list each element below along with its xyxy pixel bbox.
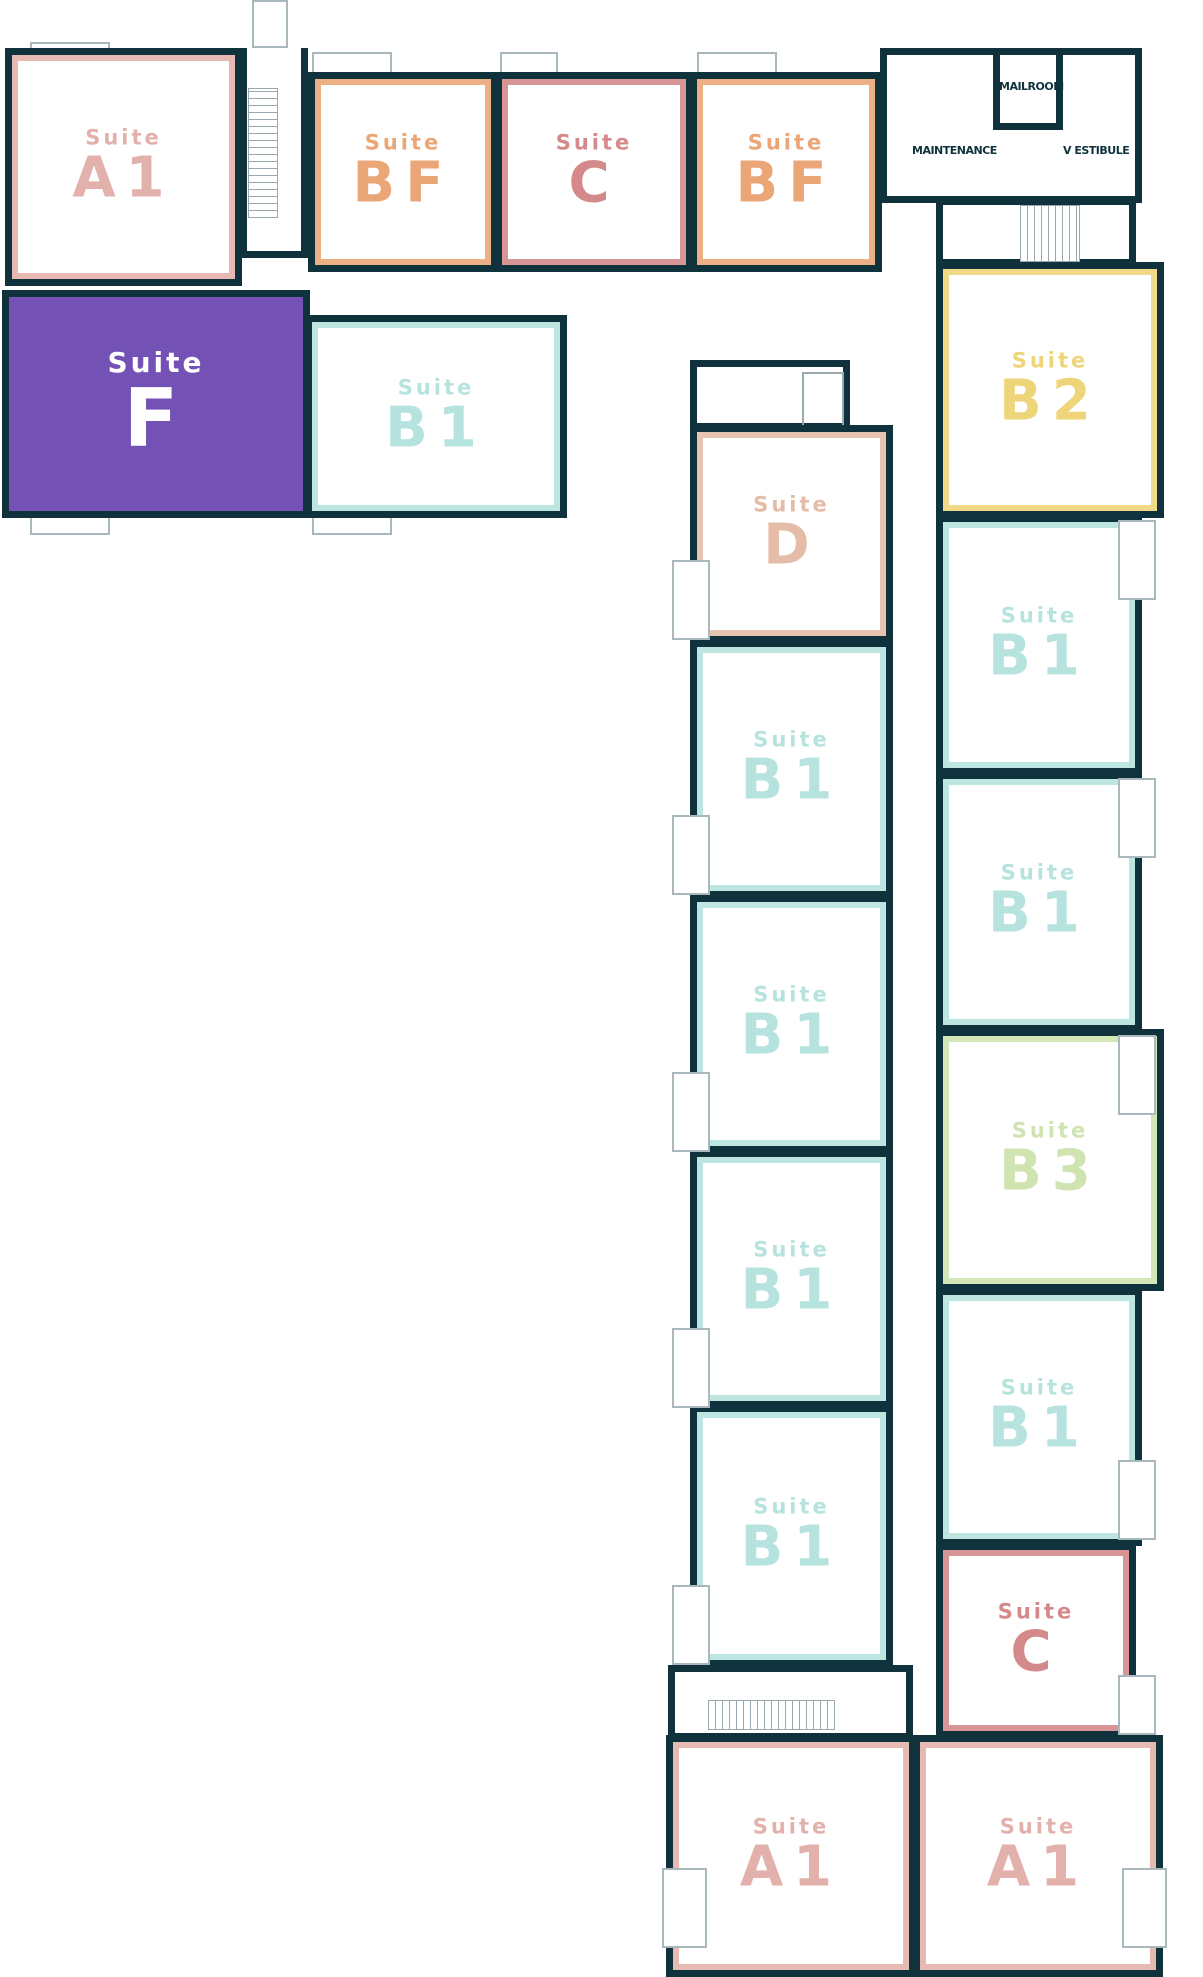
suite-prefix: Suite xyxy=(997,1599,1075,1623)
balcony xyxy=(662,1868,707,1948)
suite-code: B1 xyxy=(385,395,487,460)
balcony xyxy=(1122,1868,1167,1948)
suite-prefix: Suite xyxy=(753,492,830,517)
suite-prefix: Suite xyxy=(1011,348,1089,373)
suite-code: A1 xyxy=(72,145,175,211)
suite-prefix: Suite xyxy=(999,1814,1077,1839)
suite-code: B3 xyxy=(999,1138,1101,1204)
suite-code: D xyxy=(763,512,820,578)
suite-prefix: Suite xyxy=(747,130,825,155)
suite-prefix: Suite xyxy=(753,727,830,752)
maintenance-label: MAINTENANCE xyxy=(912,144,997,157)
suite-prefix: Suite xyxy=(85,125,162,150)
balcony xyxy=(1118,1035,1156,1115)
suite-prefix: Suite xyxy=(107,346,205,379)
mail-room xyxy=(993,48,1063,130)
suite-code: A1 xyxy=(986,1834,1090,1900)
suite-prefix: Suite xyxy=(364,130,442,155)
suite-prefix: Suite xyxy=(753,1237,830,1262)
suite-prefix: Suite xyxy=(555,130,633,155)
suite-prefix: Suite xyxy=(397,375,475,399)
balcony xyxy=(1118,1460,1156,1540)
suite-code: B1 xyxy=(740,1514,843,1580)
suite-prefix: Suite xyxy=(1011,1118,1089,1143)
balcony xyxy=(672,1585,710,1665)
mail-room-label: MAILROOM xyxy=(999,80,1064,93)
suite-code: F xyxy=(123,372,189,465)
stairs xyxy=(708,1700,835,1730)
suite-code: B2 xyxy=(999,368,1101,434)
balcony xyxy=(1118,1675,1156,1735)
balcony xyxy=(252,0,288,48)
suite-prefix: Suite xyxy=(1000,860,1078,885)
balcony xyxy=(1118,520,1156,600)
suite-prefix: Suite xyxy=(1000,603,1078,628)
balcony xyxy=(672,815,710,895)
balcony xyxy=(672,1328,710,1408)
stairs xyxy=(1020,205,1080,262)
suite-code: B1 xyxy=(988,880,1090,946)
suite-code: C xyxy=(568,150,620,216)
balcony xyxy=(1118,778,1156,858)
suite-code: BF xyxy=(352,150,454,216)
suite-prefix: Suite xyxy=(1000,1375,1078,1400)
suite-code: B1 xyxy=(740,747,843,813)
suite-code: B1 xyxy=(988,623,1090,689)
suite-prefix: Suite xyxy=(753,982,830,1007)
balcony xyxy=(672,1072,710,1152)
suite-code: B1 xyxy=(740,1257,843,1323)
vestibule-label: V ESTIBULE xyxy=(1063,144,1130,157)
suite-prefix: Suite xyxy=(753,1494,830,1519)
suite-code: C xyxy=(1010,1619,1062,1684)
suite-code: B1 xyxy=(988,1395,1090,1461)
balcony xyxy=(672,560,710,640)
corridor-wall xyxy=(240,48,308,258)
suite-code: A1 xyxy=(739,1834,843,1900)
suite-code: BF xyxy=(735,150,837,216)
suite-code: B1 xyxy=(740,1002,843,1068)
suite-prefix: Suite xyxy=(752,1814,830,1839)
stairs xyxy=(248,88,278,218)
